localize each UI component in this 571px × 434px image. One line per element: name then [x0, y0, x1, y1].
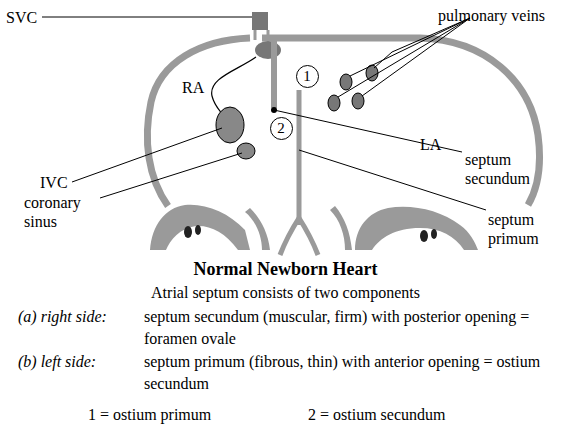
callout-number: 2 [277, 121, 285, 136]
pulmonary-vein [328, 95, 340, 111]
callout-key: 1 = ostium primum [88, 404, 288, 426]
vessel-label: pulmonary veins [438, 6, 568, 25]
valve-spot [195, 225, 201, 235]
note-text: septum primum (fibrous, thin) with anter… [144, 351, 549, 395]
ra-wall [147, 38, 250, 206]
svc-valve [255, 41, 281, 59]
note-heading: (b) left side: [18, 351, 148, 373]
chamber-label: RA [182, 78, 222, 97]
tricuspid-valve [150, 205, 250, 250]
leader-line [72, 128, 222, 182]
leader-line [299, 150, 486, 210]
septum-secundum-wall [271, 40, 277, 108]
callout-number: 1 [303, 69, 311, 84]
leader-line [100, 153, 242, 198]
leader-line [42, 17, 252, 18]
part-label: septum primum [488, 210, 568, 248]
mitral-valve [355, 207, 478, 250]
leader-line [338, 18, 470, 97]
valve-spot [431, 229, 437, 239]
ivc-opening [216, 107, 244, 143]
ventricular-septum [280, 218, 318, 255]
vessel-label: coronary sinus [24, 193, 104, 231]
valve-leaflet [330, 206, 352, 250]
coronary-sinus-opening [237, 143, 255, 159]
chamber-label: LA [420, 135, 460, 154]
valve-leaflet [245, 208, 270, 250]
part-label: septum secundum [465, 150, 565, 188]
diagram-title: Normal Newborn Heart [0, 258, 571, 280]
callout-circle: 1 [296, 65, 319, 88]
svc-wall [255, 30, 268, 40]
callout-circle: 2 [270, 117, 293, 140]
svc-vessel [252, 12, 268, 30]
note-heading: (a) right side: [18, 306, 148, 328]
vessel-label: IVC [40, 173, 80, 192]
note-text: Atrial septum consists of two components [0, 283, 571, 302]
valve-spot [420, 230, 428, 242]
callout-key: 2 = ostium secundum [308, 404, 508, 426]
septum-primum-wall [297, 90, 302, 225]
valve-spot [184, 226, 192, 238]
note-text: septum secundum (muscular, firm) with po… [144, 306, 549, 350]
vessel-label: SVC [6, 8, 46, 27]
